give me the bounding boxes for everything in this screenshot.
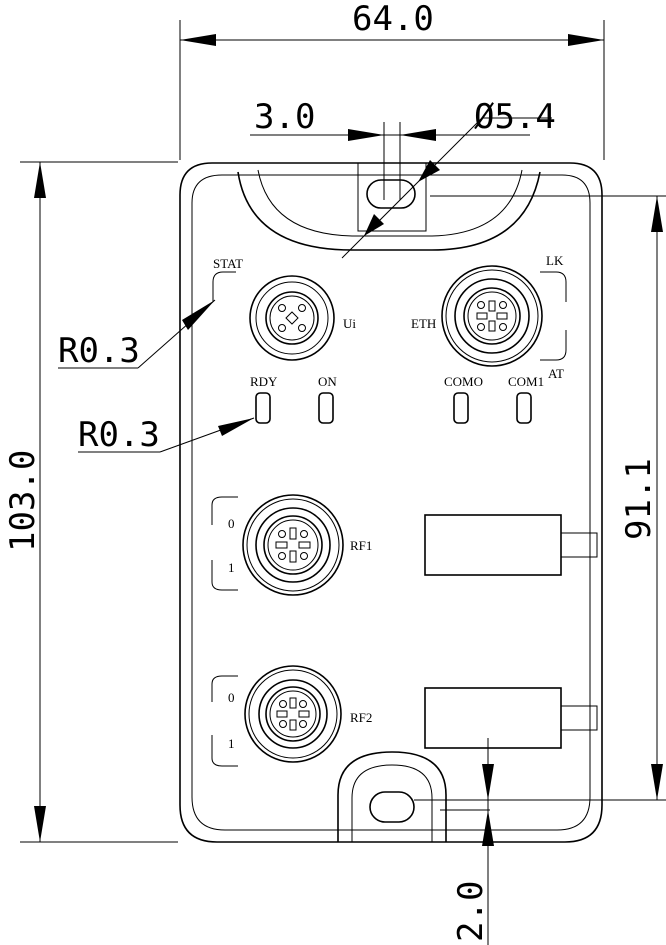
dim-width-total: 64.0 [352,0,434,39]
rf2-connector [244,665,342,763]
dim-hole-spacing: 91.1 [619,458,659,540]
top-slot-hole [366,179,416,209]
dim-height-total: 103.0 [3,450,43,552]
label-rf2-zero: 0 [228,690,235,705]
dim-bottom-offset: 2.0 [451,881,491,942]
ui-connector [249,275,335,361]
dim-radius-2: R0.3 [78,415,160,455]
label-at: AT [548,366,564,381]
dimension-lines [20,20,666,945]
device-body [179,162,603,843]
label-com1: COM1 [508,374,544,389]
label-rf2-one: 1 [228,736,235,751]
dim-hole-diameter: Ø5.4 [474,97,556,137]
eth-connector [441,265,543,367]
label-ui: Ui [343,316,356,331]
label-rf2: RF2 [350,710,372,725]
label-lk: LK [546,253,564,268]
label-windows [424,514,598,749]
dim-radius-1: R0.3 [58,331,140,371]
com0-led [453,392,469,424]
top-mounting-cutout [237,162,541,251]
label-rf1: RF1 [350,538,372,553]
label-eth: ETH [411,316,436,331]
status-leds [255,392,532,424]
com1-led [516,392,532,424]
label-rf1-zero: 0 [228,516,235,531]
bottom-slot-hole [369,791,415,823]
on-led [318,392,334,424]
led-corner-brackets [211,271,567,767]
label-com0: COMO [444,374,483,389]
bottom-mounting-cutout [337,751,447,842]
rf2-label-window [424,687,562,749]
label-on: ON [318,374,337,389]
rdy-led [255,392,271,424]
label-stat: STAT [213,256,243,271]
rf1-label-window [424,514,562,576]
dim-slot-width: 3.0 [254,97,315,137]
label-rdy: RDY [250,374,278,389]
label-rf1-one: 1 [228,560,235,575]
rf1-connector [242,494,344,596]
